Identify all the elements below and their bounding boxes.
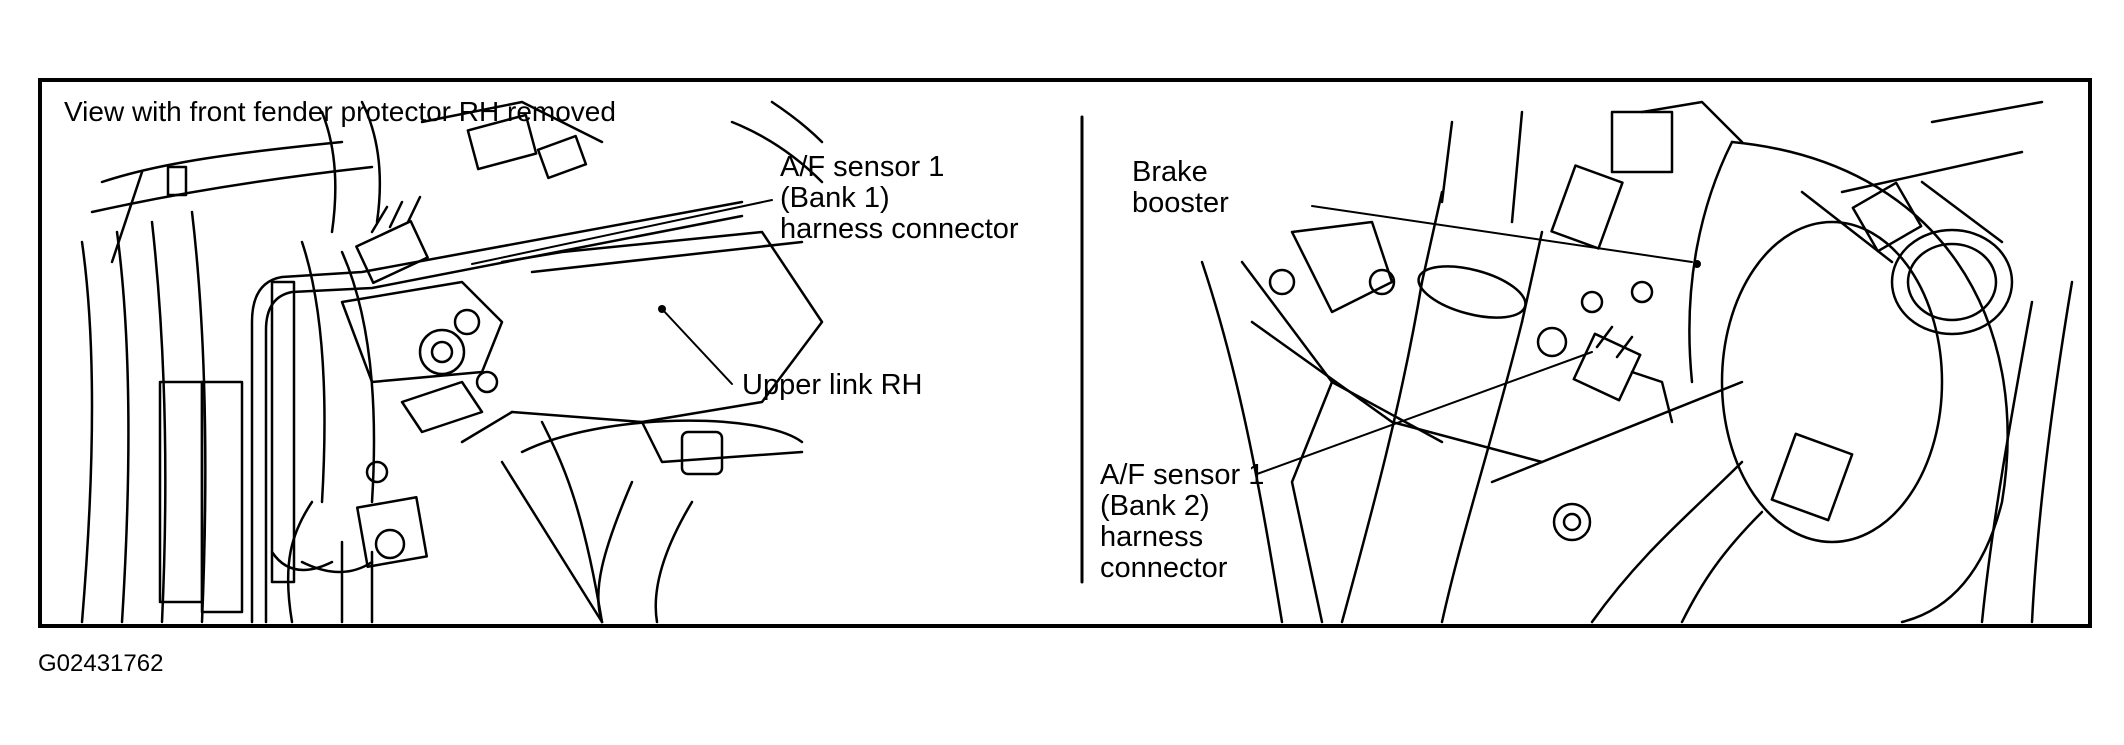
- brake-booster-point: [1693, 260, 1701, 268]
- af-sensor-bank2-line1: A/F sensor 1: [1100, 459, 1265, 491]
- af-sensor-bank2-line2: (Bank 2): [1100, 490, 1210, 522]
- af-sensor-bank1-line3: harness connector: [780, 213, 1019, 245]
- af-sensor-bank2-line4: connector: [1100, 552, 1228, 584]
- af-sensor-bank2-line3: harness: [1100, 521, 1204, 553]
- leader-lines: [471, 199, 1693, 475]
- view-caption: View with front fender protector RH remo…: [64, 96, 616, 127]
- brake-booster-label: Brake booster: [1132, 157, 1229, 219]
- leader-brake-booster: [1311, 205, 1693, 263]
- upper-link-label: Upper link RH: [742, 369, 923, 401]
- af-sensor-bank1-line1: A/F sensor 1: [780, 151, 945, 183]
- upper-link-point: [658, 305, 666, 313]
- leader-af-bank1: [471, 199, 773, 265]
- right-panel-art: [1200, 100, 2074, 624]
- af-sensor-bank2-label: A/F sensor 1 (Bank 2) harness connector: [1100, 460, 1264, 584]
- brake-booster-line2: booster: [1132, 187, 1229, 219]
- af-sensor-bank1-line2: (Bank 1): [780, 182, 890, 214]
- left-panel-art: [80, 100, 824, 624]
- brake-booster-line1: Brake: [1132, 156, 1208, 188]
- af-sensor-bank1-label: A/F sensor 1 (Bank 1) harness connector: [780, 152, 1019, 245]
- leader-upper-link: [661, 308, 733, 385]
- figure-code: G02431762: [38, 650, 164, 677]
- engine-bay-line-art: [80, 100, 2074, 624]
- diagram-frame: View with front fender protector RH remo…: [38, 78, 2092, 628]
- leader-af-bank2: [1256, 351, 1593, 475]
